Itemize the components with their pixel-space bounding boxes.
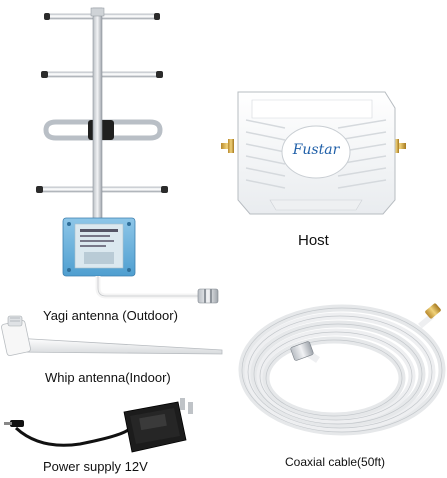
power-supply — [4, 398, 193, 453]
coaxial-cable-caption: Coaxial cable(50ft) — [285, 455, 386, 469]
host-booster — [221, 91, 406, 215]
host-logo-plate — [281, 125, 351, 179]
whip-antenna — [1, 315, 223, 356]
yagi-antenna-caption: Yagi antenna (Outdoor) — [43, 308, 178, 323]
yagi-pigtail-cable — [95, 276, 200, 299]
power-supply-caption: Power supply 12V — [43, 459, 148, 474]
yagi-n-connector — [197, 288, 219, 304]
whip-antenna-caption: Whip antenna(Indoor) — [45, 370, 171, 385]
yagi-antenna — [36, 7, 219, 304]
yagi-dipole — [43, 119, 163, 141]
yagi-mast — [92, 7, 103, 221]
host-caption: Host — [298, 232, 329, 249]
host-brand-logo: Fustar — [292, 142, 340, 158]
coaxial-cable — [238, 303, 446, 436]
